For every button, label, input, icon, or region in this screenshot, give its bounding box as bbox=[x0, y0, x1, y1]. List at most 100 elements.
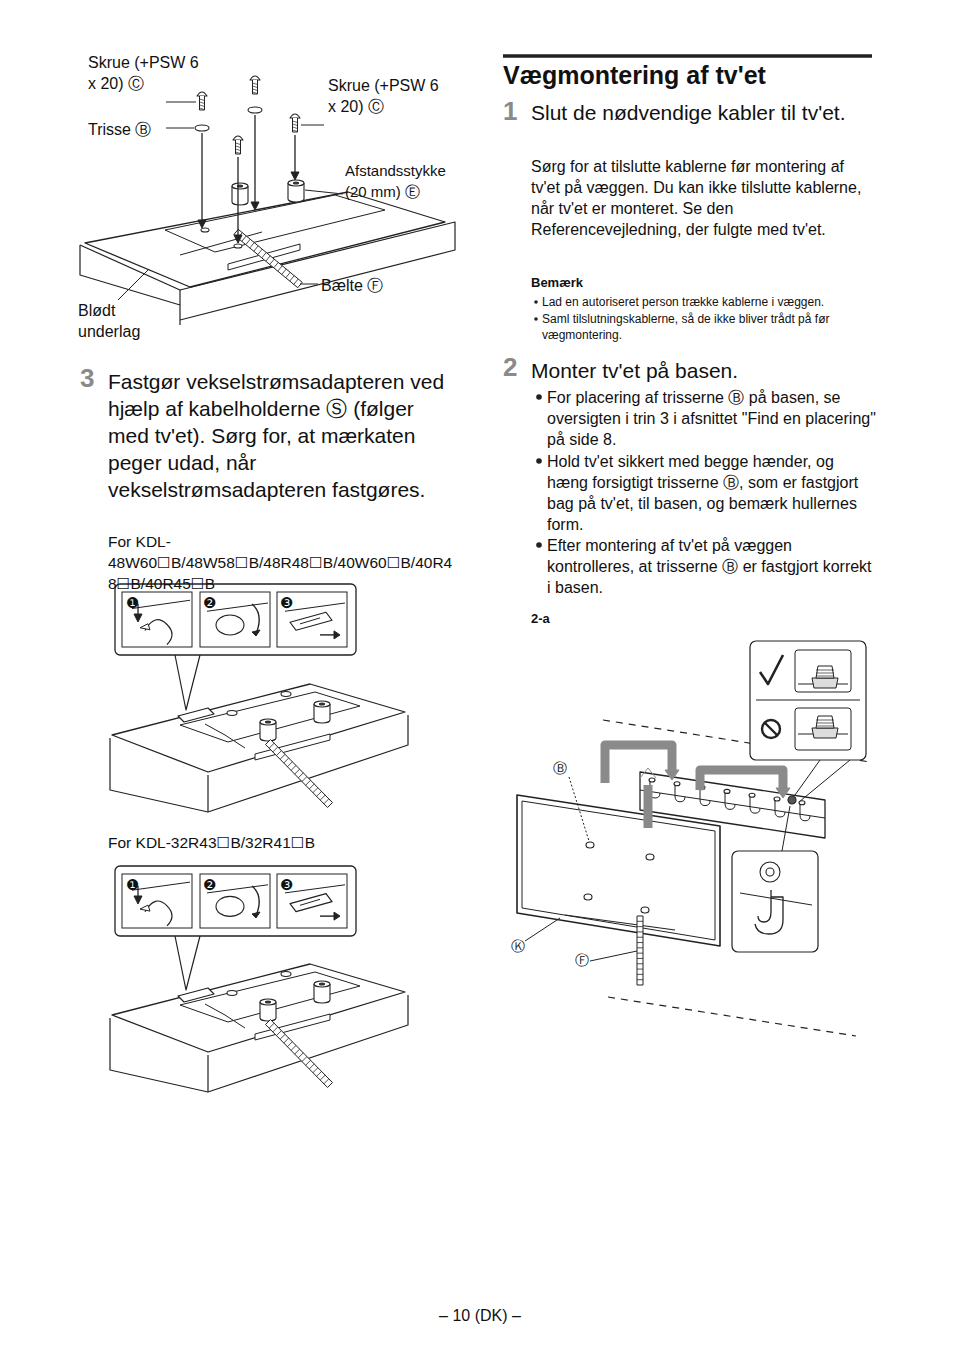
tv-panel bbox=[180, 972, 360, 1022]
mount-hole bbox=[641, 907, 649, 913]
belt-hatch bbox=[276, 751, 281, 756]
belt-hatch bbox=[309, 1064, 314, 1069]
callout-label: Skrue (+PSW 6 x 20) Ⓒ bbox=[88, 52, 206, 94]
body-text: Sørg for at tilslutte kablerne før monte… bbox=[531, 156, 876, 240]
leader-line bbox=[166, 128, 194, 129]
tv-back bbox=[85, 192, 445, 287]
callout-label: Skrue (+PSW 6 x 20) Ⓒ bbox=[328, 75, 448, 117]
tv-bottom-rail bbox=[565, 915, 675, 930]
base-hook bbox=[725, 793, 735, 809]
adapter-figure-small bbox=[110, 866, 408, 1092]
arrow-head bbox=[776, 788, 790, 798]
belt-hatch bbox=[637, 942, 643, 943]
belt-hatch bbox=[266, 256, 270, 261]
screw-thread bbox=[200, 99, 205, 101]
inset-number: ❷ bbox=[203, 876, 223, 894]
callout-label: Afstandsstykke (20 mm) Ⓔ bbox=[345, 160, 459, 202]
arrow-head bbox=[251, 202, 259, 210]
belt-hatch bbox=[324, 1079, 329, 1084]
belt-strap bbox=[266, 740, 333, 808]
adapter-figure-large bbox=[110, 584, 408, 812]
callout-letter: Ⓚ bbox=[511, 938, 531, 954]
base-hook bbox=[675, 786, 685, 802]
base-fold bbox=[640, 790, 825, 818]
belt-hatch bbox=[273, 1027, 278, 1032]
tv-panel bbox=[165, 195, 385, 252]
callout-label: Bælte Ⓕ bbox=[321, 276, 411, 296]
leader-line bbox=[795, 760, 820, 795]
tv-edge bbox=[132, 600, 190, 608]
callout-pointer bbox=[175, 655, 200, 710]
belt-strap bbox=[266, 1020, 333, 1088]
note-heading: Bemærk bbox=[531, 275, 621, 291]
spacer-hole bbox=[294, 182, 299, 184]
leader-line bbox=[118, 270, 148, 300]
adapter-label bbox=[300, 899, 320, 905]
boss bbox=[227, 711, 237, 716]
screw-thread bbox=[200, 108, 205, 110]
belt-hatch bbox=[280, 1034, 285, 1039]
inset-number: ❶ bbox=[126, 594, 146, 612]
inset-panel bbox=[277, 592, 347, 647]
belt-hatch bbox=[278, 266, 282, 271]
arrow-head bbox=[334, 912, 340, 920]
pulley-body bbox=[812, 678, 838, 688]
belt-hatch bbox=[290, 276, 294, 281]
step-number: 2 bbox=[503, 352, 527, 382]
cable bbox=[145, 620, 172, 645]
inset-frame bbox=[732, 851, 818, 952]
ac-adapter bbox=[178, 708, 214, 722]
arrow-head bbox=[252, 630, 260, 636]
screw-shaft bbox=[200, 96, 205, 110]
cable-holder bbox=[140, 624, 150, 630]
belt-hatch bbox=[284, 758, 289, 763]
screw-thread bbox=[253, 89, 258, 91]
base-hook bbox=[800, 805, 810, 821]
pulley-ridge bbox=[816, 723, 834, 724]
screw-head bbox=[290, 114, 300, 118]
pulley-ridge bbox=[816, 673, 834, 674]
callout-pointer bbox=[175, 936, 200, 990]
section-title: Vægmontering af tv'et bbox=[503, 60, 883, 90]
inset-number: ❶ bbox=[126, 876, 146, 894]
base-hole bbox=[774, 797, 780, 801]
belt-hatch bbox=[276, 1031, 281, 1036]
tv-assembly-figure bbox=[80, 76, 455, 325]
washer bbox=[248, 107, 262, 113]
screw-thread bbox=[293, 127, 298, 129]
pulley-hub bbox=[766, 868, 774, 876]
tv-edge bbox=[132, 882, 190, 890]
belt-hatch bbox=[637, 947, 643, 948]
dotted-leader bbox=[569, 777, 589, 841]
base-hole bbox=[749, 793, 755, 797]
base-hole bbox=[649, 778, 655, 782]
cable bbox=[205, 724, 245, 748]
base-hook bbox=[775, 801, 785, 817]
belt-hatch bbox=[313, 788, 318, 793]
step-heading: Monter tv'et på basen. bbox=[531, 358, 861, 384]
hook-detail bbox=[755, 890, 783, 934]
inset-number: ❸ bbox=[280, 594, 300, 612]
spacer-top bbox=[288, 180, 304, 186]
belt-hatch bbox=[320, 1075, 325, 1080]
belt-hatch bbox=[294, 279, 298, 284]
inset-panel bbox=[277, 874, 347, 928]
wall-base bbox=[640, 772, 825, 838]
arrow-head bbox=[252, 912, 260, 918]
spacer-hole bbox=[266, 721, 271, 723]
mount-arrow-edge bbox=[640, 768, 656, 778]
belt-hatch bbox=[295, 769, 300, 774]
belt-hatch bbox=[291, 765, 296, 770]
belt-hatch bbox=[269, 743, 274, 748]
arrow-head bbox=[134, 896, 142, 904]
belt-hatch bbox=[273, 747, 278, 752]
screw-hole bbox=[234, 244, 242, 248]
belt-hatch bbox=[637, 931, 643, 932]
assembly-arrow bbox=[201, 133, 202, 222]
detail-panel bbox=[795, 708, 851, 750]
belt-hatch bbox=[302, 1057, 307, 1062]
spacer-top bbox=[314, 981, 330, 987]
screw-thread bbox=[293, 124, 298, 126]
pulley-body bbox=[812, 728, 838, 738]
